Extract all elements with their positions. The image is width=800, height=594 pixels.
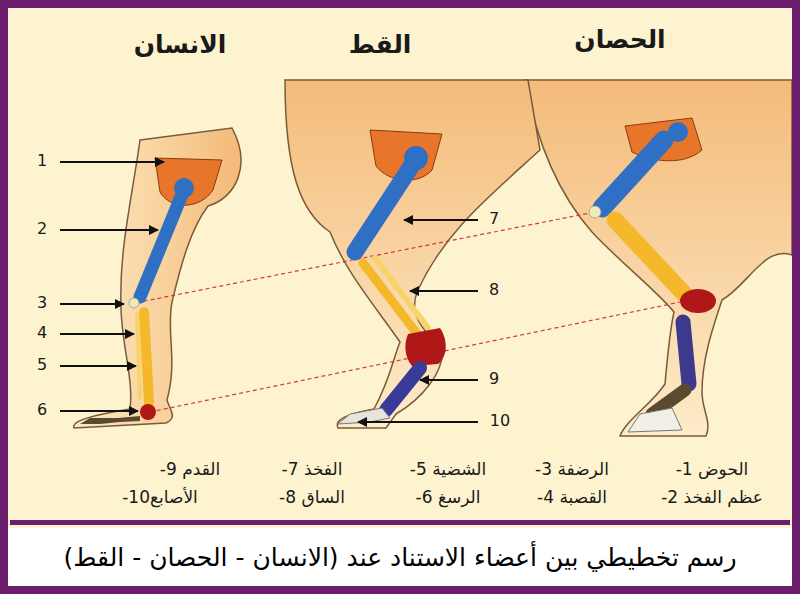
legend-item: -2 عظم الفخذ (661, 487, 763, 507)
caption-box: رسم تخطيطي بين أعضاء الاستناد عند (الانس… (8, 528, 792, 586)
callout-number: 6 (37, 400, 47, 419)
legend-item: -4 القصبة (537, 487, 607, 507)
callout-number: 8 (489, 280, 499, 299)
legend-item: -5 الشضية (410, 459, 486, 479)
callout-number: 1 (37, 151, 47, 170)
callout-number: 3 (37, 293, 47, 312)
divider-rule (10, 520, 790, 525)
legend-item: -1 الحوض (676, 459, 749, 479)
column-heading: الانسان (134, 30, 227, 60)
legend-item: -9 القدم (160, 459, 220, 479)
callout-number: 7 (489, 209, 499, 228)
legend-item: -7 الفخذ (282, 459, 343, 479)
caption-text: رسم تخطيطي بين أعضاء الاستناد عند (الانس… (64, 543, 737, 572)
legend-item: -10الأصابع (122, 487, 198, 507)
frame: رسم تخطيطي بين أعضاء الاستناد عند (الانس… (8, 8, 792, 586)
legend-item: -8 الساق (279, 487, 345, 507)
column-heading: القط (349, 30, 412, 60)
callout-number: 2 (37, 219, 47, 238)
legend-item: -3 الرضفة (535, 459, 609, 479)
callout-number: 4 (37, 323, 47, 342)
column-heading: الحصان (574, 25, 665, 55)
callout-number: 5 (37, 355, 47, 374)
legend-item: -6 الرسغ (416, 487, 481, 507)
callout-number: 9 (489, 369, 499, 388)
callout-number: 10 (490, 411, 510, 430)
